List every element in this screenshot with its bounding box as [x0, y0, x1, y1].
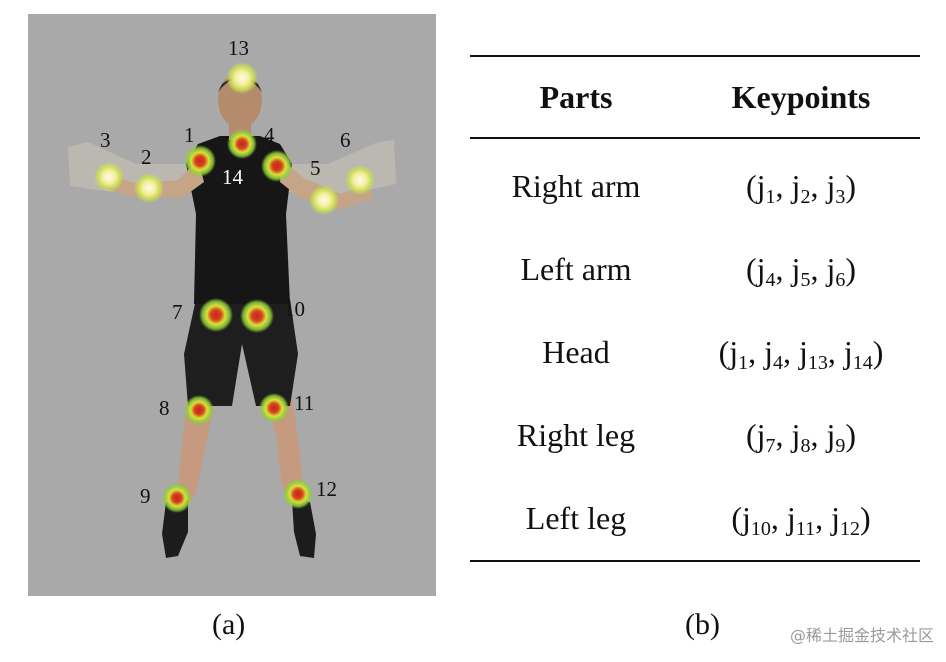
table-row: Right arm (j1, j2, j3) [470, 138, 920, 228]
table-row: Left arm (j4, j5, j6) [470, 228, 920, 311]
part-name: Head [542, 334, 610, 370]
keypoint-ref: j7 [756, 417, 776, 457]
person-keypoint-illustration: 1 2 3 4 5 6 7 8 9 10 11 12 13 14 [68, 36, 396, 558]
keypoint-label-2: 2 [141, 145, 152, 169]
part-name: Right arm [511, 168, 641, 204]
keypoint-ref: j11 [786, 500, 816, 540]
keypoint-1-marker [184, 145, 216, 177]
part-name: Left arm [520, 251, 632, 287]
keypoint-4-marker [261, 150, 293, 182]
keypoint-7-marker [199, 298, 233, 332]
keypoint-label-13: 13 [228, 36, 249, 60]
keypoint-12-marker [283, 479, 313, 509]
parts-keypoints-table: Parts Keypoints Right arm (j1, j2, j3) L… [470, 55, 920, 562]
keypoint-ref: j1 [729, 334, 749, 374]
table-row: Head (j1, j4, j13, j14) [470, 311, 920, 394]
header-keypoints: Keypoints [731, 78, 871, 115]
watermark: @稀土掘金技术社区 [789, 626, 934, 645]
keypoint-ref: j3 [826, 168, 846, 208]
part-name: Left leg [525, 500, 627, 536]
keypoint-markers [94, 62, 375, 513]
keypoint-label-8: 8 [159, 396, 170, 420]
keypoint-set: (j10, j11, j12) [731, 500, 871, 540]
table-body: Right arm (j1, j2, j3) Left arm (j4, j5,… [470, 138, 920, 561]
keypoint-label-6: 6 [340, 128, 351, 152]
keypoint-label-10: 10 [284, 297, 305, 321]
keypoint-set: (j1, j2, j3) [746, 168, 856, 208]
keypoint-6-marker [345, 165, 375, 195]
keypoint-ref: j2 [791, 168, 811, 208]
keypoint-10-marker [240, 299, 274, 333]
keypoint-label-7: 7 [172, 300, 183, 324]
figure-a-image: 1 2 3 4 5 6 7 8 9 10 11 12 13 14 [28, 14, 436, 596]
keypoint-ref: j12 [831, 500, 860, 540]
keypoint-set: (j1, j4, j13, j14) [718, 334, 884, 374]
figure-b-caption: (b) [685, 608, 720, 641]
keypoint-ref: j5 [791, 251, 811, 291]
keypoint-ref: j1 [756, 168, 776, 208]
table-header-row: Parts Keypoints [470, 56, 920, 138]
keypoint-2-marker [134, 173, 164, 203]
keypoint-9-marker [162, 483, 192, 513]
keypoint-ref: j4 [764, 334, 783, 374]
keypoint-ref: j6 [826, 251, 846, 291]
keypoint-14-marker [227, 129, 257, 159]
keypoint-set: (j4, j5, j6) [746, 251, 856, 291]
keypoint-set: (j7, j8, j9) [746, 417, 856, 457]
keypoint-11-marker [259, 393, 289, 423]
keypoint-ref: j4 [756, 251, 776, 291]
figure-a-caption: (a) [212, 608, 246, 641]
keypoint-label-5: 5 [310, 156, 321, 180]
table-row: Left leg (j10, j11, j12) [470, 477, 920, 561]
keypoint-label-3: 3 [100, 128, 111, 152]
keypoint-3-marker [94, 162, 124, 192]
keypoint-label-9: 9 [140, 484, 151, 508]
header-parts: Parts [539, 78, 613, 115]
keypoint-label-12: 12 [316, 477, 337, 501]
table-row: Right leg (j7, j8, j9) [470, 394, 920, 477]
keypoint-8-marker [184, 395, 214, 425]
keypoint-5-marker [309, 185, 339, 215]
keypoint-labels: 1 2 3 4 5 6 7 8 9 10 11 12 13 14 [100, 36, 351, 508]
keypoint-label-4: 4 [264, 123, 275, 147]
keypoint-ref: j10 [742, 500, 771, 540]
keypoint-ref: j13 [799, 334, 828, 374]
part-name: Right leg [516, 417, 636, 453]
keypoint-label-14: 14 [222, 165, 244, 189]
keypoint-label-11: 11 [294, 391, 314, 415]
keypoint-13-marker [226, 62, 258, 94]
keypoint-ref: j9 [826, 417, 846, 457]
keypoint-label-1: 1 [184, 123, 195, 147]
keypoint-ref: j14 [843, 334, 873, 374]
keypoint-ref: j8 [791, 417, 811, 457]
